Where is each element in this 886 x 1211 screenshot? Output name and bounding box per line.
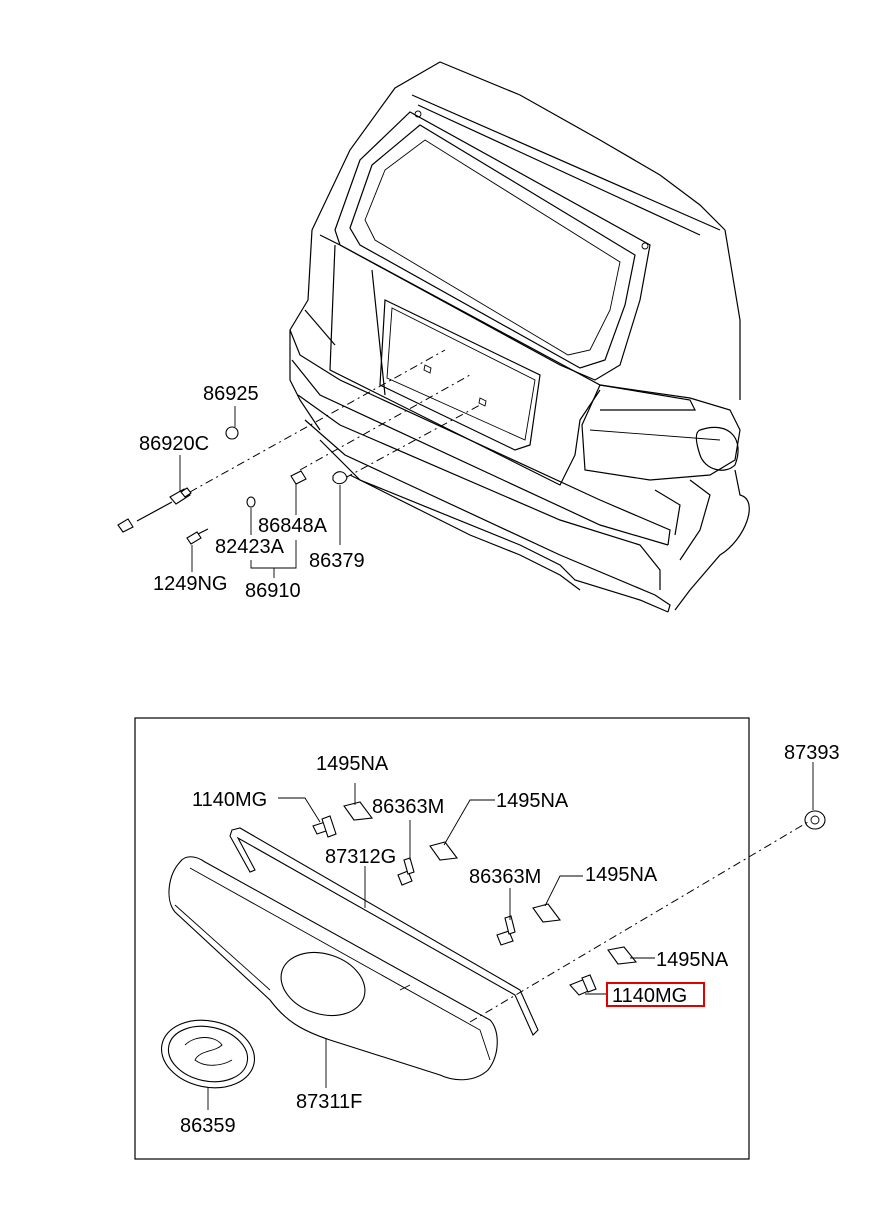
label-86359: 86359 xyxy=(180,1115,236,1137)
part-1495NA-pad-1 xyxy=(343,801,374,821)
part-82423A-nut xyxy=(246,496,256,508)
label-1249NG: 1249NG xyxy=(153,573,228,595)
highlight-box-1140MG xyxy=(606,982,705,1007)
part-86920C-clip xyxy=(117,487,192,533)
label-1495NA-4: 1495NA xyxy=(656,949,729,971)
leader-line xyxy=(469,821,809,1023)
part-1140MG-bolt-right xyxy=(569,974,597,996)
part-1495NA-pad-2 xyxy=(429,841,459,861)
part-86359-emblem xyxy=(160,1019,256,1089)
assembly-frame xyxy=(134,717,750,1160)
label-86363M-1: 86363M xyxy=(372,796,444,818)
label-86363M-2: 86363M xyxy=(469,866,541,888)
part-86363M-stud-upper xyxy=(397,857,415,886)
leader-line xyxy=(299,374,471,471)
label-87311F: 87311F xyxy=(296,1091,362,1113)
part-86379-clip xyxy=(332,471,348,485)
label-86910: 86910 xyxy=(245,580,301,602)
label-1140MG-2: 1140MG xyxy=(612,985,687,1007)
label-1495NA-1: 1495NA xyxy=(316,753,389,775)
label-86925: 86925 xyxy=(203,383,259,405)
leader-line xyxy=(344,404,481,479)
label-1495NA-2: 1495NA xyxy=(496,790,569,812)
part-1249NG-screw xyxy=(186,528,209,545)
part-87312G-seal-strip xyxy=(229,827,539,1036)
label-87393: 87393 xyxy=(784,742,840,764)
label-1495NA-3: 1495NA xyxy=(585,864,658,886)
part-1140MG-bolt-left xyxy=(312,815,337,838)
part-1495NA-pad-3 xyxy=(532,903,562,923)
label-86379: 86379 xyxy=(309,550,365,572)
label-1140MG-1: 1140MG xyxy=(192,789,267,811)
part-86363M-stud-lower xyxy=(496,915,516,946)
part-86848A-grommet xyxy=(290,470,307,485)
leader-line xyxy=(189,349,446,493)
part-87311F-garnish xyxy=(168,856,498,1081)
part-87393-nut xyxy=(804,810,826,830)
label-82423A: 82423A xyxy=(215,536,285,558)
label-87312G: 87312G xyxy=(325,846,396,868)
label-86920C: 86920C xyxy=(139,433,209,455)
part-1495NA-pad-4 xyxy=(607,946,638,965)
label-86848A: 86848A xyxy=(258,515,328,537)
part-86925-cap xyxy=(225,426,239,440)
vehicle-rear-illustration xyxy=(289,61,750,613)
